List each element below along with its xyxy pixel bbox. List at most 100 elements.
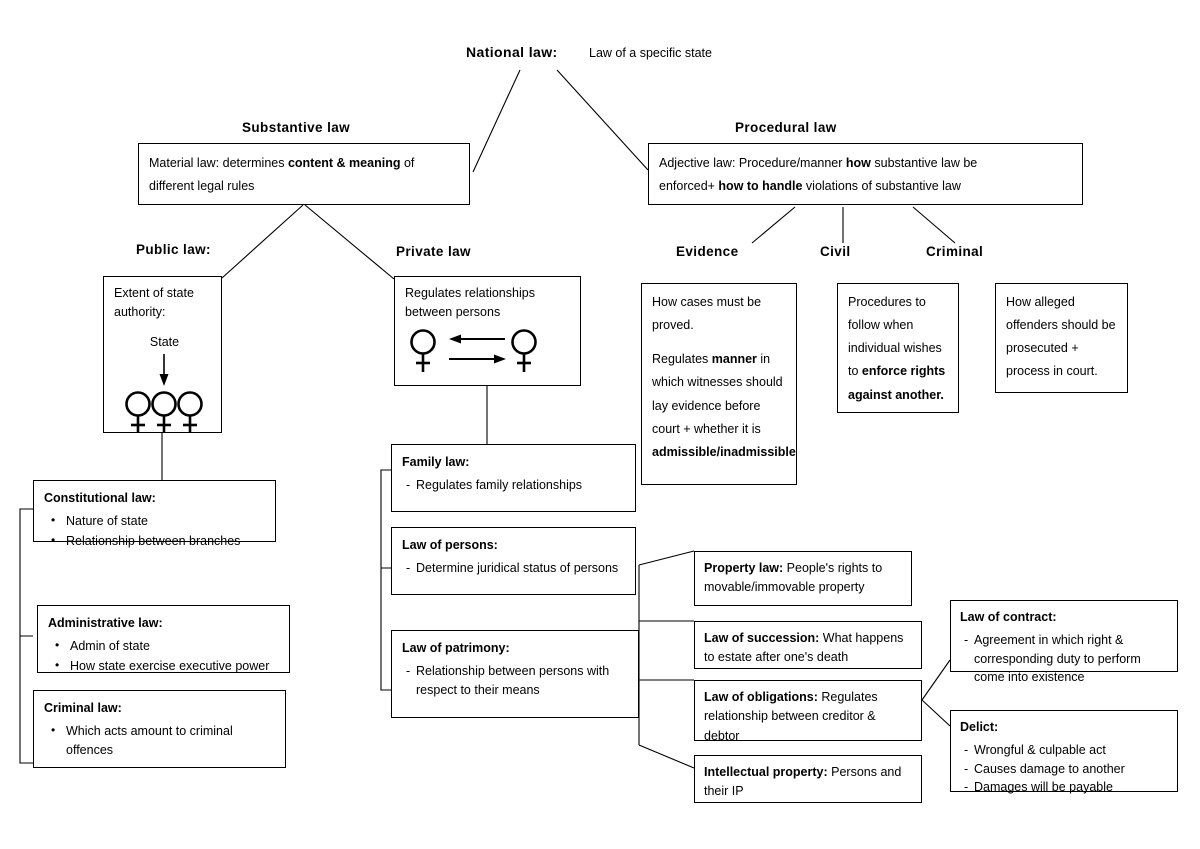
public-law-header: Public law: — [136, 242, 211, 257]
list-item: Relationship between branches — [51, 531, 266, 551]
substantive-text-bold: content & meaning — [287, 156, 401, 170]
person-icon-right — [511, 328, 537, 372]
evidence-header: Evidence — [676, 244, 739, 259]
constitutional-law-box: Constitutional law: Nature of state Rela… — [33, 480, 276, 549]
left-arrow-icon — [449, 334, 505, 344]
delict-items: Wrongful & culpable act Causes damage to… — [960, 741, 1169, 796]
evidence-box: How cases must be proved. Regulates mann… — [641, 283, 797, 485]
state-label: State — [149, 334, 180, 349]
law-of-patrimony-items: Relationship between persons with respec… — [402, 662, 629, 698]
delict-box: Delict: Wrongful & culpable act Causes d… — [950, 710, 1178, 796]
evidence-p2-bold2: admissible/inadmissible — [652, 444, 796, 459]
state-over-persons-figure — [125, 354, 203, 434]
edge-substantive-public — [221, 204, 304, 279]
private-law-line2: between persons — [405, 305, 501, 320]
evidence-paragraph-2: Regulates manner in which witnesses shou… — [652, 348, 796, 464]
bracket-public-children — [19, 508, 33, 764]
person-icon-3 — [177, 391, 203, 434]
public-law-line1: Extent of state — [114, 286, 194, 300]
substantive-text-post: of different legal rules — [149, 156, 415, 194]
list-item: Determine juridical status of persons — [406, 559, 626, 577]
substantive-header: Substantive law — [242, 120, 351, 135]
civil-box: Procedures to follow when individual wis… — [837, 283, 959, 413]
private-law-line1: Regulates relationships — [405, 286, 535, 300]
civil-header: Civil — [820, 244, 851, 259]
evidence-p2-pre: Regulates — [652, 352, 712, 367]
civil-text-bold: enforce rights against another. — [848, 364, 946, 402]
public-law-box: Extent of state authority: State — [103, 276, 222, 434]
family-law-items: Regulates family relationships — [402, 476, 626, 494]
list-item: Causes damage to another — [964, 760, 1169, 778]
procedural-line2-pre: enforced+ — [659, 179, 719, 194]
law-of-obligations-box: Law of obligations: Regulates relationsh… — [694, 680, 922, 743]
edge-patrimony-ip — [638, 744, 695, 769]
list-item: Regulates family relationships — [406, 476, 626, 494]
bracket-private-children — [380, 469, 391, 691]
law-of-persons-box: Law of persons: Determine juridical stat… — [391, 527, 636, 595]
right-arrow-icon — [449, 354, 506, 364]
edge-substantive-private — [304, 204, 395, 280]
down-arrow-icon — [159, 354, 169, 387]
administrative-law-box: Administrative law: Admin of state How s… — [37, 605, 290, 676]
substantive-law-box: Material law: determines content & meani… — [138, 143, 470, 205]
constitutional-law-bullets: Nature of state Relationship between bra… — [44, 511, 266, 551]
edge-national-substantive — [472, 69, 521, 173]
root-label: National law: — [466, 44, 558, 60]
list-item: Which acts amount to criminal offences — [51, 721, 276, 760]
delict-title: Delict: — [960, 720, 999, 734]
person-icon-left — [410, 328, 436, 372]
criminal-law-bullets: Which acts amount to criminal offences — [44, 721, 276, 760]
procedural-line1-post: substantive law be — [870, 156, 978, 170]
law-of-patrimony-box: Law of patrimony: Relationship between p… — [391, 630, 639, 718]
civil-text-pre: Procedures to follow when individual wis… — [848, 295, 942, 379]
intellectual-property-box: Intellectual property: Persons and their… — [694, 755, 922, 803]
list-item: Wrongful & culpable act — [964, 741, 1169, 759]
list-item: Nature of state — [51, 511, 266, 531]
edge-procedural-evidence — [751, 206, 796, 244]
property-law-text: People's rights to movable/immovable pro… — [704, 561, 883, 595]
intellectual-property-text: Persons and their IP — [704, 765, 902, 799]
two-persons-exchange-figure — [410, 328, 537, 372]
law-of-patrimony-title: Law of patrimony: — [402, 641, 510, 655]
procedural-line1-bold: how — [845, 156, 871, 170]
property-law-box: Property law: People's rights to movable… — [694, 551, 912, 606]
person-icon-1 — [125, 391, 151, 434]
list-item: How state exercise executive power — [55, 656, 280, 676]
root-description: Law of a specific state — [589, 46, 712, 60]
criminal-law-title: Criminal law: — [44, 701, 122, 715]
law-of-succession-box: Law of succession: What happens to estat… — [694, 621, 922, 669]
procedural-header: Procedural law — [735, 120, 837, 135]
edge-procedural-criminal — [912, 206, 956, 244]
law-of-succession-title: Law of succession: — [704, 631, 820, 645]
edge-patrimony-property — [638, 550, 695, 566]
procedural-line2-bold: how to handle — [718, 179, 803, 194]
property-law-title: Property law: — [704, 561, 784, 575]
edge-obligations-contract — [921, 659, 951, 701]
evidence-p2-bold1: manner — [711, 352, 757, 367]
edge-obligations-delict — [921, 699, 951, 727]
list-item: Agreement in which right & corresponding… — [964, 631, 1169, 685]
edge-national-procedural — [556, 69, 649, 171]
constitutional-law-title: Constitutional law: — [44, 491, 156, 505]
evidence-paragraph-1: How cases must be proved. — [652, 295, 762, 333]
criminal-text: How alleged offenders should be prosecut… — [1006, 295, 1116, 379]
evidence-p2-mid: in which witnesses should lay evidence b… — [652, 352, 783, 436]
private-law-header: Private law — [396, 244, 471, 259]
procedural-line2-post: violations of substantive law — [802, 179, 961, 194]
procedural-line1-pre: Adjective law: Procedure/manner — [659, 156, 846, 170]
list-item: Relationship between persons with respec… — [406, 662, 629, 698]
family-law-box: Family law: Regulates family relationshi… — [391, 444, 636, 512]
list-item: Admin of state — [55, 636, 280, 656]
law-of-contract-box: Law of contract: Agreement in which righ… — [950, 600, 1178, 684]
procedural-law-box: Adjective law: Procedure/manner how subs… — [648, 143, 1083, 205]
law-of-contract-items: Agreement in which right & corresponding… — [960, 631, 1169, 685]
family-law-title: Family law: — [402, 455, 470, 469]
law-of-persons-items: Determine juridical status of persons — [402, 559, 626, 577]
law-of-obligations-text: Regulates relationship between creditor … — [704, 690, 878, 743]
law-of-obligations-title: Law of obligations: — [704, 690, 818, 704]
private-law-box: Regulates relationships between persons — [394, 276, 581, 386]
substantive-text-pre: Material law: determines — [149, 156, 288, 170]
person-icon-2 — [151, 391, 177, 434]
criminal-law-box: Criminal law: Which acts amount to crimi… — [33, 690, 286, 768]
